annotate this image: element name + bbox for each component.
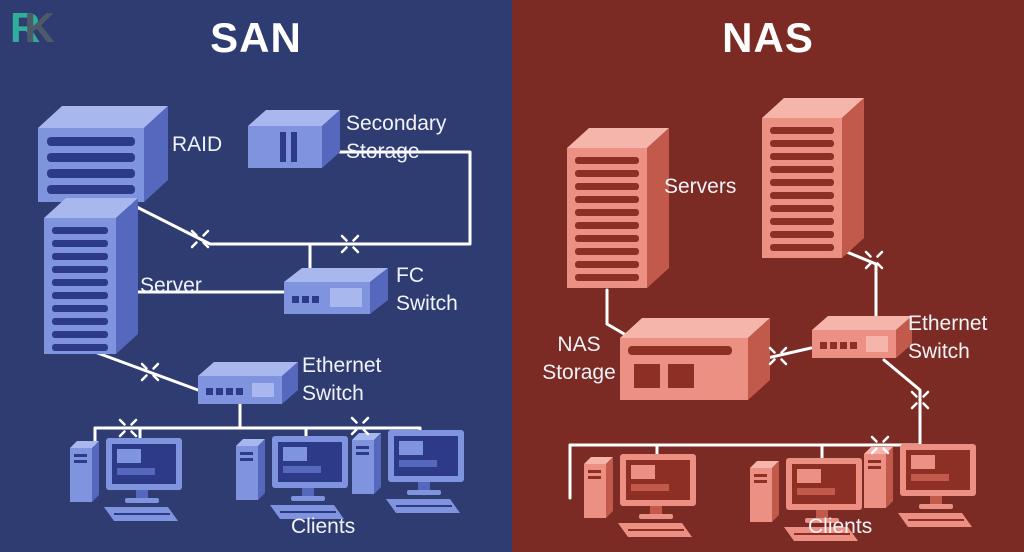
- logo-letter-k: K: [24, 4, 55, 51]
- fc-switch-device: [284, 268, 388, 314]
- client-device: [863, 443, 977, 528]
- clients-label: Clients: [808, 515, 873, 538]
- san-panel: SAN RAID Secondary Storage Server FC Swi…: [0, 0, 512, 552]
- servers-label: Servers: [664, 175, 737, 198]
- server-tower-device: [567, 128, 669, 288]
- nas-diagram-canvas: [567, 98, 977, 542]
- raid-device: [38, 106, 168, 202]
- client-device: [69, 437, 183, 522]
- san-title: SAN: [210, 14, 302, 61]
- clients-label: Clients: [291, 515, 356, 538]
- secondary-storage-device: [248, 110, 340, 168]
- ethernet-switch-device: [812, 316, 912, 358]
- client-device: [235, 435, 349, 520]
- ethernet-switch-label: Ethernet Switch: [908, 312, 988, 364]
- server-tower-device: [762, 98, 864, 258]
- ethernet-switch-label: Ethernet Switch: [302, 354, 382, 406]
- secondary-storage-label: Secondary Storage: [346, 112, 447, 164]
- server-device: [44, 198, 138, 354]
- client-device: [351, 429, 465, 514]
- san-diagram-canvas: [38, 106, 472, 522]
- ethernet-switch-device: [198, 362, 298, 404]
- nas-title: NAS: [722, 14, 814, 61]
- rk-logo: RK: [10, 4, 55, 52]
- logo-letter-r: R: [10, 4, 41, 51]
- nas-storage-device: [620, 318, 770, 400]
- raid-label: RAID: [172, 133, 223, 156]
- connection-spark-icon: [350, 416, 370, 436]
- nas-storage-label: NAS Storage: [542, 333, 616, 385]
- server-label: Server: [140, 274, 202, 297]
- client-device: [583, 453, 697, 538]
- fc-switch-label: FC Switch: [396, 264, 458, 316]
- nas-panel: NAS Servers NAS Storage Ethernet Switch …: [512, 0, 1024, 552]
